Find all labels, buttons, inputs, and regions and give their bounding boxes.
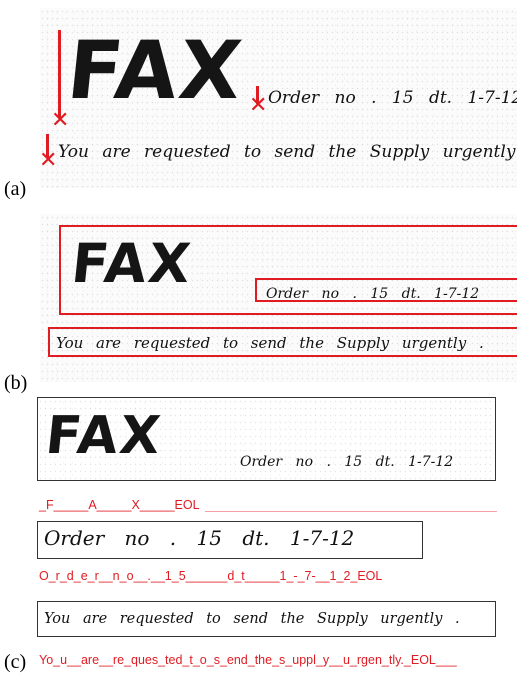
crop-fax-texture (38, 398, 495, 480)
marker-cross-body: ✕ (39, 148, 58, 173)
sequence-body: Yo_u__are__re_ques_ted_t_o_s_end_the_s_u… (39, 653, 457, 667)
order-line: Order no . 15 dt. 1-7-12 (268, 88, 517, 108)
segment-box-body (48, 327, 517, 357)
segment-box-header (59, 225, 517, 315)
segment-box-order (255, 278, 517, 302)
marker-line-body (46, 134, 49, 158)
fax-image-a: FAX Order no . 15 dt. 1-7-12 You are req… (40, 8, 517, 188)
sequence-fax: _F_____A_____X_____EOL (39, 498, 200, 512)
marker-cross-fax: ✕ (51, 108, 70, 133)
fax-image-b: FAX Order no . 15 dt. 1-7-12 You are req… (40, 214, 517, 382)
crop-order: Order no . 15 dt. 1-7-12 (37, 521, 423, 559)
marker-cross-order: ✕ (249, 93, 268, 118)
marker-line-fax (58, 30, 61, 118)
panel-c: FAX Order no . 15 dt. 1-7-12 _F_____A___… (0, 395, 517, 675)
panel-b: FAX Order no . 15 dt. 1-7-12 You are req… (0, 210, 517, 395)
panel-label-b: (b) (4, 372, 28, 394)
body-line: You are requested to send the Supply urg… (58, 142, 517, 162)
sequence-order: O_r_d_e_r__n_o__.__1_5______d_t_____1_-_… (39, 569, 383, 583)
fax-heading: FAX (42, 406, 166, 466)
panel-a: FAX Order no . 15 dt. 1-7-12 You are req… (0, 0, 517, 205)
body-line: You are requested to send the Supply urg… (56, 334, 484, 352)
fax-heading: FAX (63, 24, 248, 117)
body-line: You are requested to send the Supply urg… (44, 611, 460, 627)
order-line: Order no . 15 dt. 1-7-12 (240, 454, 454, 470)
crop-body: You are requested to send the Supply urg… (37, 601, 496, 637)
sequence-fax-rule (205, 511, 497, 512)
order-line: Order no . 15 dt. 1-7-12 (266, 286, 480, 302)
marker-line-order (256, 86, 259, 104)
panel-label-c: (c) (4, 651, 27, 673)
order-line: Order no . 15 dt. 1-7-12 (44, 526, 355, 550)
panel-label-a: (a) (4, 178, 27, 200)
crop-fax: FAX Order no . 15 dt. 1-7-12 (37, 397, 496, 481)
